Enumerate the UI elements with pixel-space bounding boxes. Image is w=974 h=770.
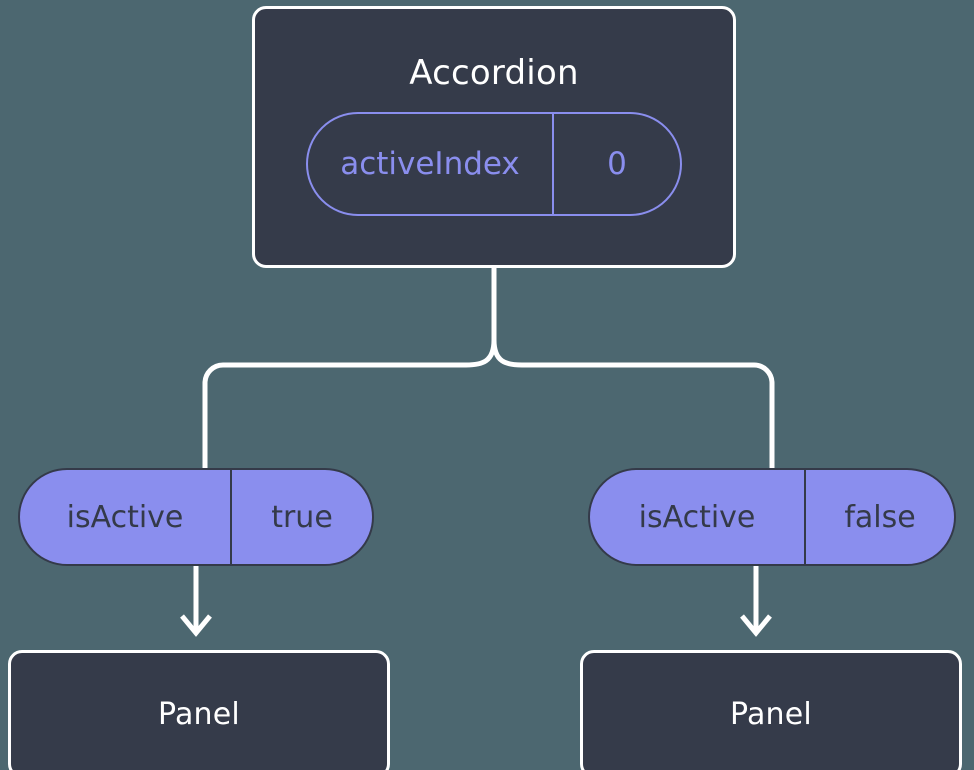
prop-key-is-active-left: isActive: [20, 470, 232, 564]
prop-value-is-active-right: false: [844, 499, 916, 535]
node-panel-left-title: Panel: [158, 696, 240, 732]
prop-value-is-active-left: true: [271, 499, 333, 535]
prop-key-active-index: activeIndex: [308, 114, 554, 214]
node-accordion-title: Accordion: [409, 53, 579, 93]
connector-branch-right: [491, 339, 775, 468]
node-panel-left[interactable]: Panel: [8, 650, 390, 770]
prop-pill-active-index[interactable]: activeIndex 0: [306, 112, 682, 216]
prop-pill-is-active-false[interactable]: isActive false: [588, 468, 956, 566]
arrow-head-left-icon: [180, 614, 212, 637]
arrow-head-right-icon: [740, 614, 772, 637]
prop-value-active-index: 0: [607, 146, 627, 182]
node-panel-right-title: Panel: [730, 696, 812, 732]
prop-key-is-active-right: isActive: [590, 470, 806, 564]
node-panel-right[interactable]: Panel: [580, 650, 962, 770]
connector-branch-left: [202, 339, 497, 468]
prop-pill-is-active-true[interactable]: isActive true: [18, 468, 374, 566]
